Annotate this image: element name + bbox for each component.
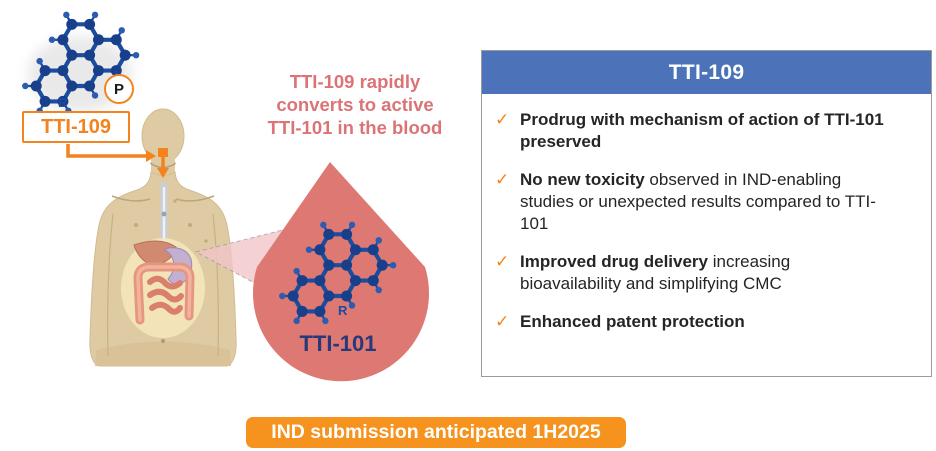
- tti109-label-box: TTI-109: [22, 111, 130, 143]
- check-icon: ✓: [495, 252, 510, 271]
- bullet-list: ✓ Prodrug with mechanism of action of TT…: [482, 94, 931, 333]
- tti109-molecule: [22, 11, 140, 115]
- tti101-molecule: [279, 221, 397, 325]
- bullet-text: Improved drug delivery increasing bioava…: [520, 252, 791, 293]
- ind-banner: IND submission anticipated 1H2025: [246, 417, 626, 448]
- check-icon: ✓: [495, 110, 510, 129]
- panel-title: TTI-109: [482, 51, 931, 94]
- bullet-item: ✓ Enhanced patent protection: [495, 311, 891, 333]
- conversion-caption-line: converts to active: [276, 94, 434, 115]
- blood-drop: [252, 162, 429, 382]
- phosphate-badge: P: [104, 74, 134, 104]
- r-group-label: R: [58, 95, 68, 110]
- bullet-text: Prodrug with mechanism of action of TTI-…: [520, 110, 884, 151]
- prodrug-illustration: [22, 11, 429, 382]
- briefs: [95, 341, 231, 366]
- digestive-organs: [121, 238, 205, 338]
- r-group-label: R: [338, 303, 348, 318]
- liver: [133, 240, 177, 267]
- conversion-caption: TTI-109 rapidly converts to active TTI-1…: [240, 70, 470, 139]
- check-icon: ✓: [495, 170, 510, 189]
- conversion-caption-line: TTI-101 in the blood: [267, 117, 443, 138]
- connector-arrow: [66, 144, 169, 178]
- bullet-item: ✓ No new toxicity observed in IND-enabli…: [495, 169, 891, 235]
- small-intestine: [147, 275, 183, 290]
- blood-drop-label: TTI-101: [299, 331, 377, 356]
- bullet-text: Enhanced patent protection: [520, 312, 745, 331]
- conversion-caption-line: TTI-109 rapidly: [289, 71, 421, 92]
- bullet-text: No new toxicity observed in IND-enabling…: [520, 170, 876, 233]
- bullet-item: ✓ Improved drug delivery increasing bioa…: [495, 251, 891, 295]
- check-icon: ✓: [495, 312, 510, 331]
- bullet-item: ✓ Prodrug with mechanism of action of TT…: [495, 109, 891, 153]
- summary-panel: TTI-109 ✓ Prodrug with mechanism of acti…: [481, 50, 932, 377]
